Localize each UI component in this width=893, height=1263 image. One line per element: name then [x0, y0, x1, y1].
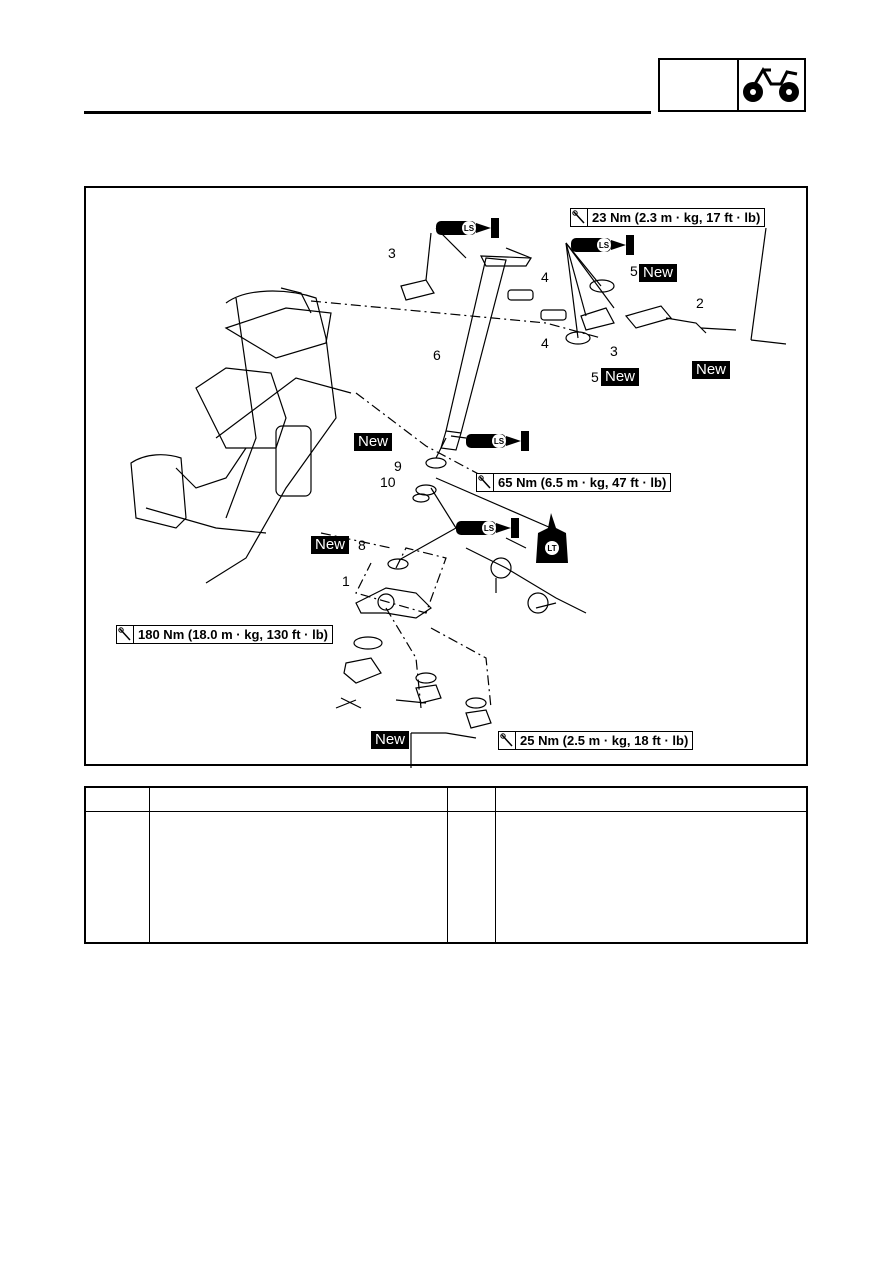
header-rule — [84, 111, 651, 114]
callout-4-lower: 4 — [541, 335, 549, 351]
table-cell — [149, 810, 448, 944]
new-tag-2: New — [692, 361, 731, 379]
torque-spec-65nm: 65 Nm (6.5 m · kg, 47 ft · lb) — [476, 473, 672, 492]
atv-icon — [739, 60, 804, 110]
new-tag-5-lower: New — [601, 368, 640, 386]
parts-table — [84, 786, 808, 944]
lt-mark: LT — [547, 544, 556, 553]
ls-mark-2: LS — [599, 241, 610, 250]
callout-3-left: 3 — [388, 245, 396, 261]
new-tag-5-upper: New — [639, 264, 678, 282]
callout-9: 9 — [394, 458, 402, 474]
torque-spec-180nm: 180 Nm (18.0 m · kg, 130 ft · lb) — [116, 625, 334, 644]
header-cell-remarks — [495, 786, 808, 812]
header-box-blank — [660, 60, 739, 110]
table-row — [84, 810, 808, 944]
callout-1: 1 — [342, 573, 350, 589]
table-cell — [495, 810, 808, 944]
wrench-icon — [117, 626, 134, 643]
wrench-icon — [499, 732, 516, 749]
new-tag-7: New — [354, 433, 393, 451]
callout-5-lower: 5 — [591, 369, 599, 385]
wrench-icon — [477, 474, 494, 491]
section-header-box — [658, 58, 806, 112]
callout-6: 6 — [433, 347, 441, 363]
ls-mark-3: LS — [494, 437, 505, 446]
callout-5-upper: 5 — [630, 263, 638, 279]
callout-10: 10 — [380, 474, 396, 490]
table-cell — [84, 810, 150, 944]
ls-mark-1: LS — [464, 224, 475, 233]
torque-spec-25nm: 25 Nm (2.5 m · kg, 18 ft · lb) — [498, 731, 694, 750]
header-cell-qty — [447, 786, 496, 812]
steering-exploded-diagram: LS LS LS LS LT 3 4 4 5 2 3 5 6 7 9 10 8 … — [84, 186, 808, 768]
callout-2: 2 — [696, 295, 704, 311]
ls-mark-4: LS — [484, 524, 495, 533]
new-tag-8: New — [311, 536, 350, 554]
torque-spec-23nm: 23 Nm (2.3 m · kg, 17 ft · lb) — [570, 208, 766, 227]
table-cell — [447, 810, 496, 944]
torque-value-25nm: 25 Nm (2.5 m · kg, 18 ft · lb) — [520, 733, 689, 748]
torque-value-180nm: 180 Nm (18.0 m · kg, 130 ft · lb) — [138, 627, 329, 642]
torque-value-65nm: 65 Nm (6.5 m · kg, 47 ft · lb) — [498, 475, 667, 490]
new-tag-cotter-pin: New — [371, 731, 410, 749]
header-cell-order — [84, 786, 150, 812]
torque-value-23nm: 23 Nm (2.3 m · kg, 17 ft · lb) — [592, 210, 761, 225]
table-header-row — [84, 786, 808, 812]
header-cell-job — [149, 786, 448, 812]
callout-4-upper: 4 — [541, 269, 549, 285]
callout-8: 8 — [358, 537, 366, 553]
wrench-icon — [571, 209, 588, 226]
callout-3-right: 3 — [610, 343, 618, 359]
diagram-lines: LS LS LS LS LT — [130, 218, 787, 768]
